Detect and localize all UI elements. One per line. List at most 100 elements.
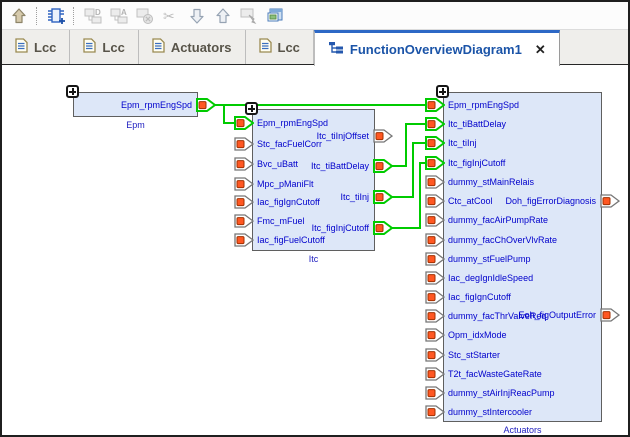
input-port[interactable] bbox=[234, 116, 255, 130]
tab-lcc-3[interactable]: Lcc bbox=[245, 30, 314, 64]
output-port[interactable] bbox=[196, 98, 217, 112]
block-caption: Actuators bbox=[503, 425, 542, 435]
navigate-up-icon[interactable] bbox=[7, 4, 30, 27]
output-port[interactable] bbox=[600, 194, 621, 208]
output-port[interactable] bbox=[600, 308, 621, 322]
connection-wire[interactable] bbox=[387, 123, 434, 167]
add-block-a-icon: A bbox=[107, 4, 130, 27]
input-port-label: Fmc_mFuel bbox=[257, 216, 305, 226]
connection-wire[interactable] bbox=[387, 142, 434, 198]
tab-lcc-0[interactable]: Lcc bbox=[2, 30, 71, 64]
output-port[interactable] bbox=[373, 190, 394, 204]
tab-label: Actuators bbox=[170, 39, 232, 55]
input-port-label: Epm_rpmEngSpd bbox=[257, 118, 329, 128]
input-port[interactable] bbox=[425, 136, 446, 150]
input-port-label: dummy_facThrValveReq bbox=[448, 311, 547, 321]
input-port-label: Itc_tiBattDelay bbox=[448, 119, 507, 129]
tab-functionoverviewdiagram1-4[interactable]: FunctionOverviewDiagram1 ✕ bbox=[313, 30, 560, 66]
tab-lcc-1[interactable]: Lcc bbox=[70, 30, 139, 64]
block-caption: Itc bbox=[308, 254, 319, 264]
input-port[interactable] bbox=[425, 252, 446, 266]
input-port-label: dummy_facAirPumpRate bbox=[448, 215, 549, 225]
input-port-label: dummy_facChOverVlvRate bbox=[448, 235, 558, 245]
document-icon bbox=[15, 38, 28, 56]
input-port-label: Opm_idxMode bbox=[448, 330, 507, 340]
svg-text:A: A bbox=[121, 8, 127, 17]
tab-label: Lcc bbox=[277, 39, 300, 55]
input-port-label: Itc_tiInj bbox=[448, 138, 477, 148]
output-port-label: Eoh_figOutputError bbox=[518, 310, 596, 320]
input-port[interactable] bbox=[234, 137, 255, 151]
expand-block-icon[interactable] bbox=[245, 102, 258, 115]
input-port[interactable] bbox=[425, 233, 446, 247]
tab-label: FunctionOverviewDiagram1 bbox=[349, 42, 522, 57]
diagram-icon bbox=[328, 41, 344, 58]
expand-block-icon[interactable] bbox=[436, 85, 449, 98]
output-port-label: Doh_figErrorDiagnosis bbox=[505, 196, 596, 206]
tab-label: Lcc bbox=[34, 39, 57, 55]
input-port[interactable] bbox=[234, 214, 255, 228]
input-port[interactable] bbox=[425, 348, 446, 362]
tab-actuators-2[interactable]: Actuators bbox=[138, 30, 246, 64]
output-port-label: Itc_tiInj bbox=[340, 192, 369, 202]
input-port[interactable] bbox=[234, 233, 255, 247]
connection-wire[interactable] bbox=[223, 105, 236, 124]
input-port[interactable] bbox=[425, 271, 446, 285]
delete-block-icon bbox=[133, 4, 156, 27]
input-port-label: Ctc_atCool bbox=[448, 196, 493, 206]
input-port-label: Stc_stStarter bbox=[448, 350, 501, 360]
function-block-itc[interactable] bbox=[252, 109, 375, 251]
input-port[interactable] bbox=[425, 328, 446, 342]
input-port[interactable] bbox=[234, 177, 255, 191]
input-port-label: Iac_degIgnIdleSpeed bbox=[448, 273, 534, 283]
svg-text:✂: ✂ bbox=[163, 8, 175, 24]
output-port[interactable] bbox=[373, 159, 394, 173]
function-block-epm[interactable] bbox=[73, 92, 198, 117]
cut-icon: ✂ bbox=[159, 4, 182, 27]
input-port-label: Iac_figIgnCutoff bbox=[448, 292, 511, 302]
input-port[interactable] bbox=[425, 405, 446, 419]
toolbar: D A ✂ bbox=[2, 2, 628, 29]
update-block-icon bbox=[237, 4, 260, 27]
move-down-icon[interactable] bbox=[185, 4, 208, 27]
input-port[interactable] bbox=[425, 117, 446, 131]
output-port[interactable] bbox=[373, 221, 394, 235]
input-port-label: Iac_figIgnCutoff bbox=[257, 197, 320, 207]
expand-block-icon[interactable] bbox=[66, 85, 79, 98]
document-icon bbox=[83, 38, 97, 56]
output-port-label: Itc_figInjCutoff bbox=[311, 223, 369, 233]
edit-component-icon[interactable] bbox=[44, 4, 67, 27]
input-port-label: dummy_stFuelPump bbox=[448, 254, 531, 264]
output-port[interactable] bbox=[373, 129, 394, 143]
document-icon bbox=[258, 38, 272, 56]
tab-bar: Lcc Lcc Actuators Lcc FunctionOverviewDiagra… bbox=[2, 29, 628, 66]
input-port[interactable] bbox=[234, 157, 255, 171]
input-port-label: dummy_stAirInjReacPump bbox=[448, 388, 555, 398]
function-block-actuators[interactable] bbox=[443, 92, 602, 422]
move-up-icon[interactable] bbox=[211, 4, 234, 27]
preview-window-icon[interactable] bbox=[263, 4, 286, 27]
input-port-label: Bvc_uBatt bbox=[257, 159, 299, 169]
block-caption: Epm bbox=[126, 120, 145, 130]
input-port[interactable] bbox=[425, 290, 446, 304]
input-port[interactable] bbox=[425, 156, 446, 170]
input-port[interactable] bbox=[425, 309, 446, 323]
input-port[interactable] bbox=[425, 367, 446, 381]
document-icon bbox=[152, 38, 165, 56]
input-port[interactable] bbox=[234, 195, 255, 209]
add-block-d-icon: D bbox=[81, 4, 104, 27]
input-port-label: dummy_stMainRelais bbox=[448, 177, 535, 187]
output-port-label: Itc_tiBattDelay bbox=[310, 161, 369, 171]
input-port[interactable] bbox=[425, 386, 446, 400]
input-port-label: Iac_figFuelCutoff bbox=[257, 235, 325, 245]
toolbar-separator bbox=[36, 6, 38, 25]
input-port-label: Epm_rpmEngSpd bbox=[448, 100, 520, 110]
close-tab-icon[interactable]: ✕ bbox=[534, 42, 546, 57]
toolbar-separator bbox=[73, 6, 75, 25]
input-port[interactable] bbox=[425, 194, 446, 208]
input-port[interactable] bbox=[425, 175, 446, 189]
input-port[interactable] bbox=[425, 213, 446, 227]
input-port[interactable] bbox=[425, 98, 446, 112]
